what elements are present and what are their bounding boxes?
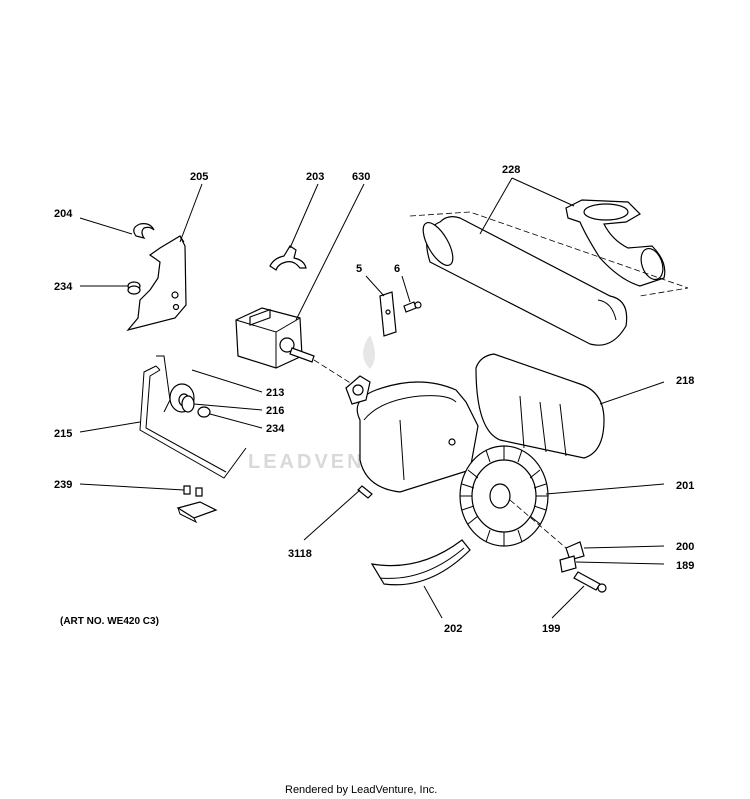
- art-number: (ART NO. WE420 C3): [60, 616, 159, 627]
- part-218-blower-housing: [345, 353, 605, 493]
- leader-lines: [79, 177, 665, 619]
- part-202-shield: [370, 539, 471, 586]
- label-189: 189: [676, 560, 694, 572]
- label-205: 205: [190, 171, 208, 183]
- part-234-nut: [127, 281, 141, 295]
- part-228-duct: [409, 199, 689, 346]
- part-234-nut-b: [197, 406, 211, 418]
- label-203: 203: [306, 171, 324, 183]
- label-218: 218: [676, 375, 694, 387]
- label-216: 216: [266, 405, 284, 417]
- part-215-rod: [139, 365, 247, 479]
- label-239: 239: [54, 479, 72, 491]
- label-202: 202: [444, 623, 462, 635]
- part-200-clip: [565, 541, 585, 561]
- part-199-screw: [573, 571, 607, 593]
- label-200: 200: [676, 541, 694, 553]
- part-203-clip: [269, 245, 307, 271]
- part-204-clip: [133, 223, 155, 239]
- label-201: 201: [676, 480, 694, 492]
- label-228: 228: [502, 164, 520, 176]
- label-199: 199: [542, 623, 560, 635]
- part-3118-screw: [357, 485, 373, 499]
- part-630-timer: [235, 307, 353, 385]
- label-234-b: 234: [266, 423, 285, 435]
- label-234-a: 234: [54, 281, 73, 293]
- part-189-clip: [559, 555, 577, 573]
- label-5: 5: [356, 263, 362, 275]
- label-3118: 3118: [288, 548, 312, 560]
- part-6-screw: [403, 301, 422, 313]
- label-204: 204: [54, 208, 73, 220]
- label-213: 213: [266, 387, 284, 399]
- label-630: 630: [352, 171, 370, 183]
- part-5-bracket: [379, 291, 397, 337]
- part-216-washer: [181, 395, 195, 413]
- footer-credit: Rendered by LeadVenture, Inc.: [285, 784, 437, 796]
- label-215: 215: [54, 428, 72, 440]
- part-205-bracket: [126, 235, 187, 332]
- part-239-screws: [176, 485, 218, 524]
- part-201-blower-wheel: [459, 445, 567, 549]
- label-6: 6: [394, 263, 400, 275]
